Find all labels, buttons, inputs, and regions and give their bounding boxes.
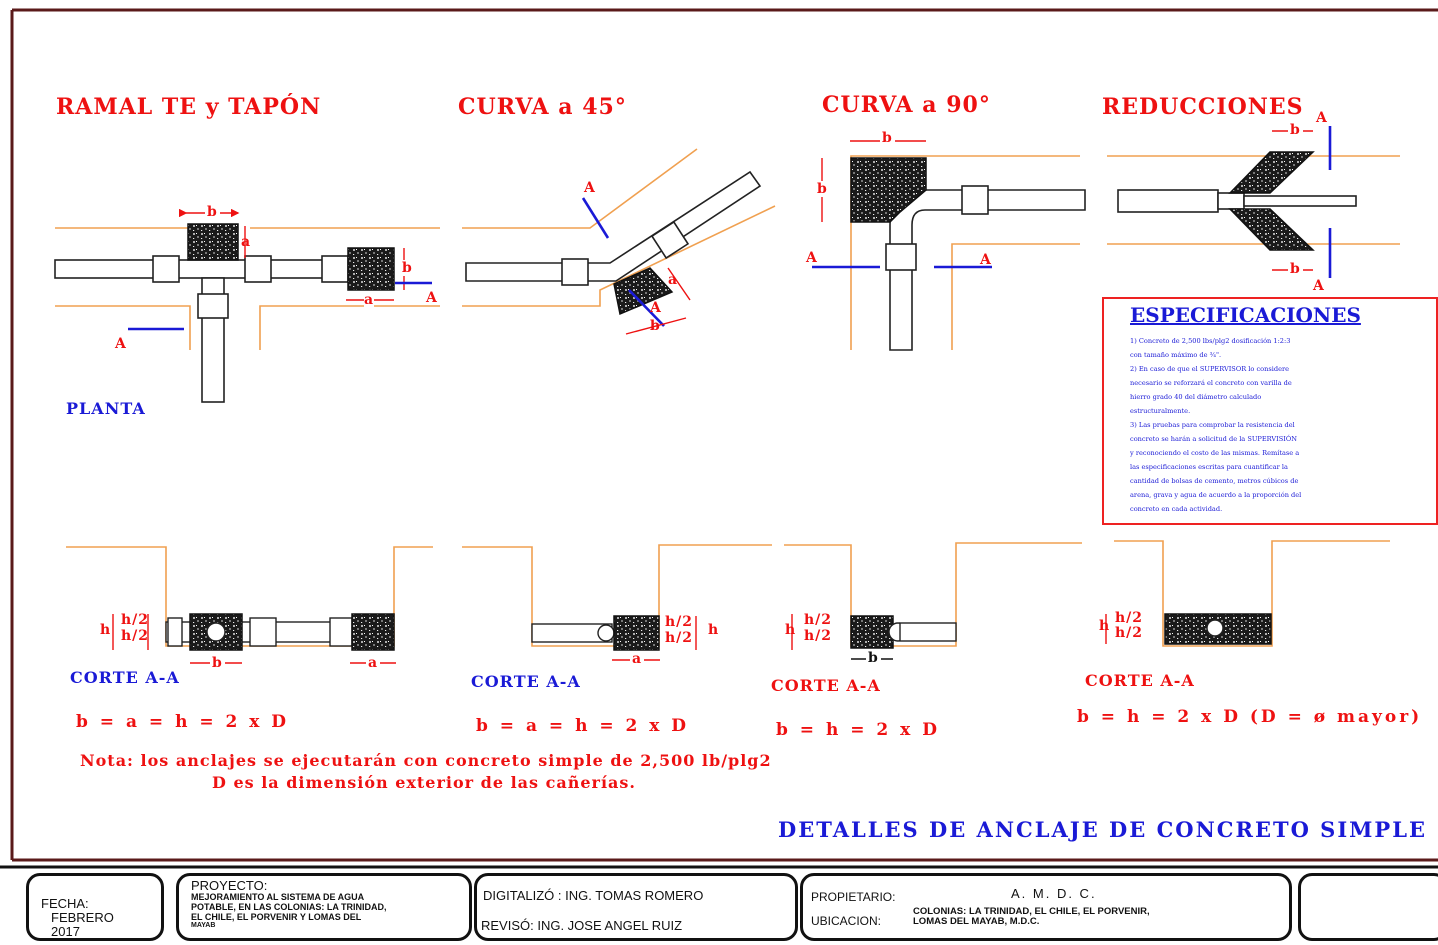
logo-box [1298,873,1438,941]
corte-label-2: CORTE A-A [471,672,581,691]
corte-3 [784,542,1082,660]
dim-b-90-side: b [817,181,828,197]
corte-2 [462,544,772,661]
curva-45-title: CURVA a 45° [458,94,627,120]
section-mark-a5: A [806,250,818,266]
spec-line: 2) En caso de que el SUPERVISOR lo consi… [1130,365,1290,373]
dim-h2-c1b: h/2 [121,628,150,644]
fecha-label: FECHA: [41,896,89,911]
specifications-box: ESPECIFICACIONES 1) Concreto de 2,500 lb… [1102,297,1438,525]
dim-b-red-top: b [1288,122,1303,138]
proyecto-line: EL CHILE, EL PORVENIR Y LOMAS DEL [191,912,362,922]
curva-90-title: CURVA a 90° [822,92,991,118]
spec-line: arena, grava y agua de acuerdo a la prop… [1130,491,1302,499]
dim-h-c1: h [100,622,112,638]
reducciones-plan [1107,126,1400,278]
dim-b-c3: b [866,650,881,666]
dim-a-ramal: a [241,234,252,250]
propietario-box: PROPIETARIO: A. M. D. C. UBICACION: COLO… [800,873,1292,941]
main-title: DETALLES DE ANCLAJE DE CONCRETO SIMPLE [778,817,1427,842]
dim-h2-c2b: h/2 [665,630,694,646]
note-line-1: Nota: los anclajes se ejecutarán con con… [80,751,772,770]
propietario-value: A. M. D. C. [1011,886,1097,901]
dim-b-red-bottom: b [1288,261,1303,277]
section-mark-a2: A [115,336,127,352]
ubicacion-label: UBICACION: [811,914,882,928]
section-mark-a8: A [1313,278,1325,294]
corte-label-1: CORTE A-A [70,668,180,687]
ramal-te-title: RAMAL TE y TAPÓN [56,94,322,120]
dim-a-tapon: a [364,292,375,308]
dim-h2-c2a: h/2 [665,614,694,630]
proyecto-box: PROYECTO: MEJORAMIENTO AL SISTEMA DE AGU… [176,873,472,941]
reviso: REVISÓ: ING. JOSE ANGEL RUIZ [481,918,683,933]
spec-line: 1) Concreto de 2,500 lbs/plg2 dosificaci… [1130,337,1291,345]
spec-line: 3) Las pruebas para comprobar la resiste… [1130,421,1295,429]
ubicacion-line: LOMAS DEL MAYAB, M.D.C. [913,916,1040,927]
spec-line: y reconociendo el costo de las mismas. R… [1130,449,1300,457]
dim-b-ramal: b [205,204,220,220]
dim-b-90-top: b [880,130,895,146]
equation-3: b = h = 2 x D [776,720,940,740]
dim-b-tapon: b [402,260,413,276]
proyecto-line: MEJORAMIENTO AL SISTEMA DE AGUA [191,892,365,902]
dim-h-c2: h [708,622,720,638]
fecha-year: 2017 [51,924,80,939]
spec-line: necesario se reforzará el concreto con v… [1130,379,1292,387]
corte-4 [1105,540,1390,647]
dim-b-45: b [650,318,661,334]
dim-a-45: a [668,272,679,288]
note-line-2: D es la dimensión exterior de las cañerí… [212,773,636,792]
dim-h-c4: h [1099,618,1111,634]
propietario-label: PROPIETARIO: [811,890,896,904]
digitalizo: DIGITALIZÓ : ING. TOMAS ROMERO [483,888,704,903]
ubicacion-line: COLONIAS: LA TRINIDAD, EL CHILE, EL PORV… [913,906,1150,917]
spec-line: estructuralmente. [1130,407,1191,415]
proyecto-line: POTABLE, EN LAS COLONIAS: LA TRINIDAD, [191,902,387,912]
dim-h2-c4b: h/2 [1115,625,1144,641]
dim-a-c2: a [630,651,645,667]
personal-box: DIGITALIZÓ : ING. TOMAS ROMERO REVISÓ: I… [474,873,798,941]
sheet-border [0,8,1438,869]
equation-4: b = h = 2 x D (D = ø mayor) [1077,707,1423,727]
section-mark-a1: A [426,290,438,306]
spec-line: concreto se harán a solicitud de la SUPE… [1130,435,1298,443]
equation-2: b = a = h = 2 x D [476,716,690,736]
dim-h2-c4a: h/2 [1115,610,1144,626]
dim-a-c1: a [366,655,381,671]
dim-h2-c3a: h/2 [804,612,833,628]
fecha-month: FEBRERO [51,910,114,925]
corte-1 [66,546,433,664]
dim-h2-c1a: h/2 [121,612,150,628]
spec-line: con tamaño máximo de ¾". [1130,351,1222,359]
spec-line: concreto en cada actividad. [1130,505,1223,513]
section-mark-a7: A [1316,110,1328,126]
reducciones-title: REDUCCIONES [1102,94,1304,120]
planta-label: PLANTA [66,399,146,418]
curva-45-plan [462,148,776,335]
specifications-title: ESPECIFICACIONES [1130,303,1361,327]
equation-1: b = a = h = 2 x D [76,712,290,732]
dim-h2-c3b: h/2 [804,628,833,644]
corte-label-3: CORTE A-A [771,676,881,695]
section-mark-a4: A [650,300,662,316]
dim-b-c1: b [210,655,225,671]
spec-line: las especificaciones escritas para cuant… [1130,463,1288,471]
dim-h-c3: h [785,622,797,638]
spec-line: hierro grado 40 del diámetro calculado [1130,393,1262,401]
section-mark-a3: A [584,180,596,196]
fecha-box: FECHA: FEBRERO 2017 [26,873,164,941]
curva-90-plan [812,140,1086,351]
spec-line: cantidad de bolsas de cemento, metros cú… [1130,477,1299,485]
corte-label-4: CORTE A-A [1085,671,1195,690]
proyecto-label: PROYECTO: [191,878,268,893]
proyecto-line: MAYAB [191,922,216,929]
section-mark-a6: A [980,252,992,268]
ramal-te-plan [54,208,440,403]
